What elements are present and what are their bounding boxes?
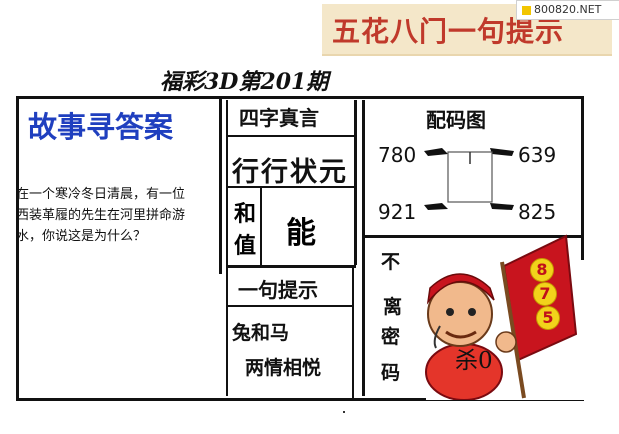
char-he: 和 bbox=[234, 201, 257, 227]
flag-pole-icon bbox=[500, 261, 526, 399]
watermark-logo-icon bbox=[522, 5, 531, 15]
issue-title: 福彩3D第201期 bbox=[160, 69, 329, 95]
character-hat-icon bbox=[426, 273, 495, 305]
divider-hint-head bbox=[226, 305, 354, 307]
stray-mark bbox=[343, 411, 345, 413]
code-bottom-right: 825 bbox=[518, 200, 557, 224]
watermark[interactable]: 800820.NET bbox=[516, 0, 619, 20]
secret-char-1: 不 bbox=[381, 251, 401, 273]
divider-codemap-bottom bbox=[362, 235, 584, 238]
divider-hint-top bbox=[226, 265, 356, 268]
story-heading: 故事寻答案 bbox=[28, 110, 174, 144]
character-beard-icon bbox=[433, 325, 441, 349]
code-bottom-left: 921 bbox=[378, 200, 417, 224]
code-top-left: 780 bbox=[378, 143, 417, 167]
divider-middle bbox=[354, 100, 357, 265]
four-words-heading: 四字真言 bbox=[239, 106, 319, 130]
secret-char-3: 密 bbox=[381, 326, 401, 348]
kill-badge-3: 5 bbox=[536, 306, 560, 330]
divider-codemap-left bbox=[362, 100, 365, 396]
one-hint-heading: 一句提示 bbox=[238, 278, 318, 302]
divider-four-words-head bbox=[226, 135, 354, 137]
secret-char-4: 码 bbox=[381, 362, 401, 384]
one-hint-line2: 两情相悦 bbox=[245, 357, 322, 379]
story-text: 在一个寒冷冬日清晨，有一位 西装革履的先生在河里拼命游 水，你说这是为什么？ bbox=[16, 184, 221, 247]
story-line: 西装革履的先生在河里拼命游 bbox=[16, 208, 186, 223]
divider-phrase bbox=[226, 186, 354, 188]
character-hand-icon bbox=[495, 331, 517, 353]
divider-hint-right bbox=[352, 265, 354, 401]
four-words-phrase: 行行状元 bbox=[232, 157, 348, 188]
code-arrow-bottom-right bbox=[490, 203, 514, 210]
code-map-heading: 配码图 bbox=[426, 108, 486, 132]
kill-badge-1: 8 bbox=[530, 258, 554, 282]
character-eye-right-icon bbox=[468, 308, 476, 316]
divider-story bbox=[219, 96, 222, 274]
character-eye-left-icon bbox=[446, 308, 454, 316]
divider-he-neng bbox=[260, 188, 262, 266]
kill-label: 杀0 bbox=[455, 348, 493, 374]
code-map-diagram bbox=[424, 148, 514, 210]
char-neng: 能 bbox=[286, 216, 316, 251]
story-line: 在一个寒冷冬日清晨，有一位 bbox=[16, 187, 186, 202]
code-arrow-bottom-left bbox=[424, 203, 448, 210]
main-frame bbox=[16, 96, 584, 401]
code-arrow-top-left bbox=[424, 148, 448, 156]
code-arrow-top-right bbox=[490, 148, 514, 156]
secret-char-2: 离 bbox=[383, 296, 403, 318]
watermark-text: 800820.NET bbox=[534, 3, 602, 16]
one-hint-line1: 兔和马 bbox=[232, 322, 290, 344]
kill-badge-2: 7 bbox=[533, 282, 557, 306]
divider-left-inner bbox=[226, 100, 228, 396]
cartoon-illustration bbox=[425, 234, 584, 400]
character-mouth-icon bbox=[445, 330, 477, 339]
banner-text: 五花八门一句提示 bbox=[332, 15, 565, 48]
code-top-right: 639 bbox=[518, 143, 557, 167]
story-line: 水，你说这是为什么？ bbox=[16, 229, 147, 244]
char-zhi: 值 bbox=[234, 233, 257, 259]
